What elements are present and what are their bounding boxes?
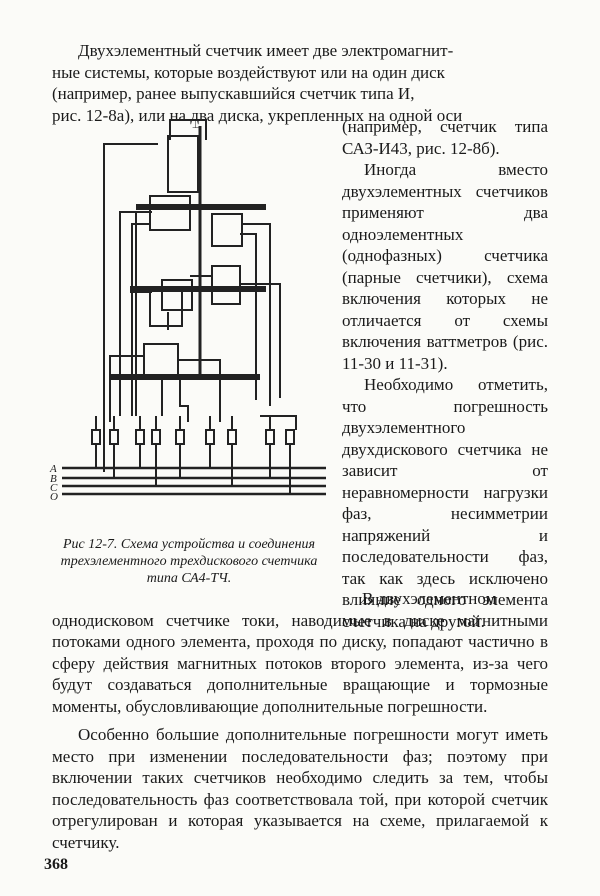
voltage-coil-1: [167, 135, 199, 193]
paragraph-6: Особенно большие дополнительные погрешно…: [52, 725, 548, 852]
current-coil-4: [143, 343, 179, 379]
disc-3: [110, 374, 260, 380]
current-coil-1: [149, 195, 191, 231]
text-line: рис. 12-8а), или на два диска, укрепленн…: [52, 105, 463, 125]
figure-caption: Рис 12-7. Схема устройства и соединения …: [60, 537, 318, 586]
paragraph-2: (например, счетчик типа САЗ-И43, рис. 12…: [342, 117, 548, 158]
voltage-coil-3: [149, 289, 183, 327]
current-coil-2: [211, 213, 243, 247]
shaft-mark: ⌶: [192, 117, 199, 131]
terminal: [151, 429, 161, 445]
paragraph-lead: В двухэлементном: [362, 589, 497, 608]
phase-label: B: [50, 473, 57, 485]
phase-label: C: [50, 482, 58, 494]
counter-wiring-diagram: ⌶ A B C O: [49, 117, 326, 503]
text-line: (например, ранее выпускавшийся счетчик т…: [52, 84, 415, 103]
voltage-coil-2: [161, 279, 193, 311]
terminal: [135, 429, 145, 445]
phase-label: O: [50, 491, 58, 503]
paragraph-4: Необходимо отметить, что погрешность дву…: [342, 375, 548, 631]
terminal: [265, 429, 275, 445]
right-column: (например, счетчик типа САЗ-И43, рис. 12…: [342, 116, 548, 632]
text-line: ные системы, которые воздействуют или на…: [52, 62, 445, 82]
text-line: Двухэлементный счетчик имеет две электро…: [78, 41, 454, 60]
terminal: [109, 429, 119, 445]
disc-1: [136, 204, 266, 210]
terminal: [285, 429, 295, 445]
paragraph-5: В двухэлементном однодисковом счетчике т…: [52, 588, 548, 717]
paragraph-body: однодисковом счетчике токи, наводимые в …: [52, 610, 548, 716]
phase-label: A: [49, 463, 57, 475]
terminal: [175, 429, 185, 445]
terminal: [205, 429, 215, 445]
current-coil-3: [211, 265, 241, 305]
paragraph-1: Двухэлементный счетчик имеет две электро…: [52, 40, 548, 126]
disc-2: [130, 286, 266, 292]
terminal: [91, 429, 101, 445]
page-number: 368: [44, 856, 68, 873]
terminal: [227, 429, 237, 445]
paragraph-3: Иногда вместо двухэлементных счетчиков п…: [342, 160, 548, 373]
